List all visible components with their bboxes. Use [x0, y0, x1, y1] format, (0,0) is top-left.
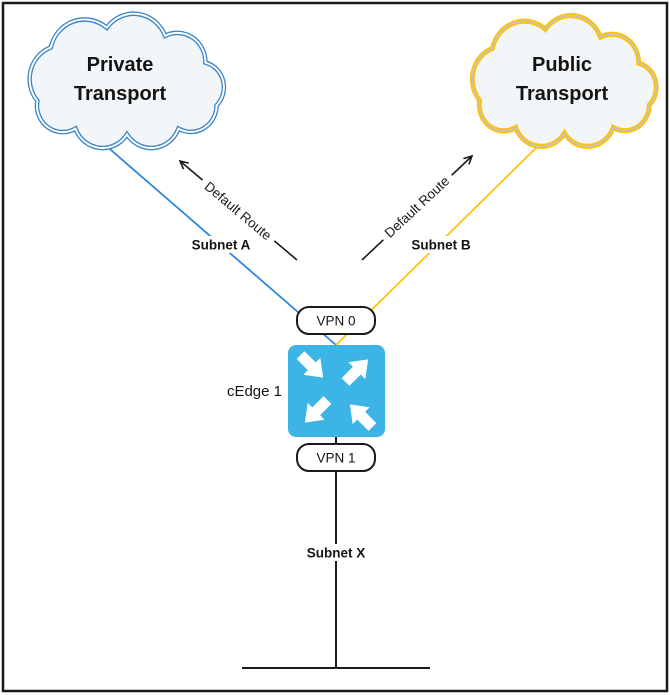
label-background: [303, 544, 369, 561]
public-cloud-label-line2: Transport: [516, 83, 609, 105]
vpn1-badge: VPN 1: [296, 443, 376, 472]
subnet-x-label: Subnet X: [307, 546, 366, 561]
cloud-shape: [30, 14, 224, 148]
subnet-a-label: Subnet A: [192, 238, 251, 253]
public-transport-cloud: Public Transport: [472, 16, 656, 147]
subnet-b-label: Subnet B: [411, 238, 470, 253]
vpn0-badge: VPN 0: [296, 306, 376, 335]
label-background: [188, 236, 254, 253]
label-background: [376, 168, 458, 246]
subnet-x-label-group: Subnet X: [303, 544, 369, 561]
router-crossed-arrows-icon: [296, 351, 377, 431]
subnet-a-label-group: Subnet A: [188, 236, 254, 253]
router-node: cEdge 1: [227, 345, 385, 437]
default-route-label-right-group: Default Route: [376, 168, 458, 246]
subnet-b-label-group: Subnet B: [408, 236, 474, 253]
default-route-label-left: Default Route: [202, 179, 275, 244]
private-cloud-label-line1: Private: [87, 54, 154, 76]
label-background: [196, 173, 280, 249]
public-cloud-label-line1: Public: [532, 54, 592, 76]
private-cloud-label-line2: Transport: [74, 83, 167, 105]
cloud-shape: [472, 16, 656, 147]
vpn0-badge-shape: [296, 306, 376, 335]
vpn1-badge-shape: [296, 443, 376, 472]
default-route-label-right: Default Route: [382, 173, 453, 240]
private-transport-cloud: Private Transport: [30, 14, 224, 148]
router-label: cEdge 1: [227, 383, 282, 400]
label-background: [408, 236, 474, 253]
vpn1-label: VPN 1: [316, 451, 355, 466]
vpn0-label: VPN 0: [316, 314, 355, 329]
